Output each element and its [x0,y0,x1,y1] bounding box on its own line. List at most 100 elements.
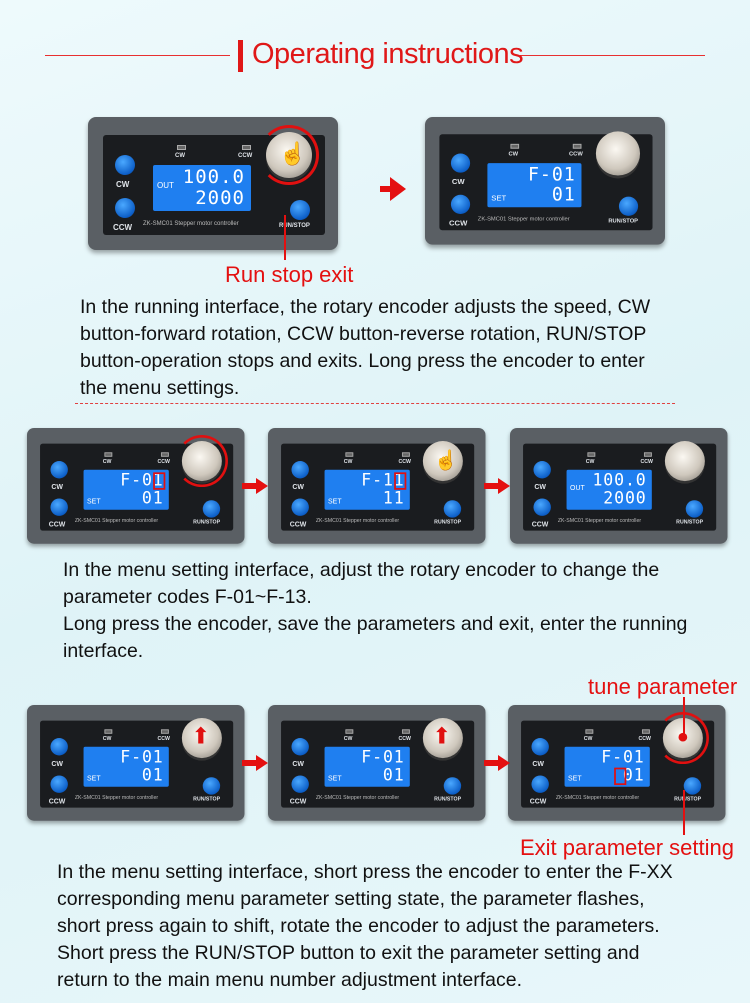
run-stop-button[interactable] [202,777,221,795]
run-stop-button[interactable] [202,500,221,518]
ccw-button[interactable] [115,198,135,218]
press-point-icon [678,732,688,742]
callout-line [683,790,685,835]
cw-indicator-label: CW [508,151,519,158]
text-line: Long press the encoder, save the paramet… [63,613,688,635]
rotary-encoder-knob[interactable] [181,441,222,482]
cw-button[interactable] [291,738,309,756]
ccw-label: CCW [529,797,547,806]
lcd-mode: SET [87,497,101,506]
arrow-right-icon [484,478,510,494]
device-panel: CW CCW CW CCW SET F-11 11 ZK-SMC01 Stepp… [281,441,475,531]
device-panel: CW CCW CW CCW OUT 100.0 2000 ZK-SMC01 St… [103,125,325,235]
callout-line [284,215,286,260]
ccw-button[interactable] [50,775,68,793]
run-stop-label: RUN/STOP [279,223,310,229]
cw-button[interactable] [50,738,68,756]
device-panel: CW CCW CW CCW SET F-01 01 ZK-SMC01 Stepp… [439,131,653,231]
device-panel: CW CCW CW CCW OUT 100.0 2000 ZK-SMC01 St… [523,441,717,531]
cw-label: CW [534,482,546,491]
hand-tap-icon: ☝ [434,448,459,471]
rotary-encoder-knob[interactable] [266,132,312,178]
ccw-button[interactable] [50,498,68,516]
text-line: interface. [63,640,144,662]
lcd-line-1: F-01 [361,747,405,767]
lcd-line-2: 01 [141,765,164,786]
ccw-button[interactable] [291,775,309,793]
rotary-encoder-knob[interactable] [664,441,705,482]
highlight-box [153,472,166,490]
lcd-display: SET F-11 11 [324,469,410,510]
cw-indicator [510,143,520,149]
cw-button[interactable] [533,461,551,479]
ccw-label: CCW [449,218,468,228]
stepper-controller-device: CW CCW CW CCW SET F-01 01 ZK-SMC01 Stepp… [425,117,665,245]
lcd-line-2: 01 [382,765,405,786]
cw-button[interactable] [450,153,471,173]
run-stop-button[interactable] [618,196,639,216]
run-stop-label: RUN/STOP [193,520,221,526]
model-label: ZK-SMC01 Stepper motor controller [477,216,570,223]
lcd-mode: SET [328,497,342,506]
cw-button[interactable] [291,461,309,479]
text-line: short press again to shift, rotate the e… [57,915,660,937]
stepper-controller-device: CW CCW CW CCW SET F-01 01 ZK-SMC01 Stepp… [27,705,245,821]
rotary-encoder-knob[interactable] [422,718,463,759]
run-stop-button[interactable] [443,777,462,795]
run-stop-button[interactable] [683,777,702,795]
device-panel: CW CCW CW CCW SET F-01 01 ZK-SMC01 Stepp… [521,711,715,808]
highlight-box [394,472,407,490]
run-stop-button[interactable] [685,500,704,518]
cw-button[interactable] [531,738,549,756]
rotary-encoder-knob[interactable] [181,718,222,759]
lcd-line-1: F-01 [120,747,164,767]
lcd-display: SET F-01 01 [564,746,650,787]
rotate-indicator-ring [175,434,228,488]
model-label: ZK-SMC01 Stepper motor controller [74,795,159,801]
text-line: return to the main menu number adjustmen… [57,969,522,991]
cw-indicator [177,145,186,150]
lcd-line-2: 2000 [195,187,245,209]
lcd-display: SET F-01 01 [324,746,410,787]
ccw-indicator [643,452,652,457]
run-stop-button[interactable] [290,200,310,220]
stepper-controller-device: CW CCW CW CCW OUT 100.0 2000 ZK-SMC01 St… [510,428,728,544]
paragraph-parameter: In the menu setting interface, short pre… [57,859,673,994]
cw-indicator [587,452,596,457]
ccw-button[interactable] [291,498,309,516]
ccw-indicator-label: CCW [398,736,411,742]
run-stop-button[interactable] [443,500,462,518]
ccw-indicator-label: CCW [638,736,651,742]
rotary-encoder-knob[interactable] [595,131,641,176]
run-stop-exit-label: Run stop exit [225,262,354,287]
ccw-indicator-label: CCW [157,736,170,742]
ccw-button[interactable] [533,498,551,516]
run-stop-label: RUN/STOP [608,218,639,225]
text-line: In the running interface, the rotary enc… [80,296,651,318]
hand-tap-icon: ☝ [279,141,307,166]
model-label: ZK-SMC01 Stepper motor controller [555,795,640,801]
cw-indicator-label: CW [102,459,112,465]
lcd-display: SET F-01 01 [83,469,169,510]
cw-indicator-label: CW [343,736,353,742]
cw-indicator [345,729,354,734]
stepper-controller-device: CW CCW CW CCW SET F-11 11 ZK-SMC01 Stepp… [268,428,486,544]
text-line: button-operation stops and exits. Long p… [80,350,645,372]
lcd-line-1: F-01 [601,747,645,767]
ccw-label: CCW [48,797,66,806]
ccw-button[interactable] [450,194,471,214]
rotary-encoder-knob[interactable] [422,441,463,482]
lcd-line-2: 2000 [603,488,647,509]
cw-button[interactable] [50,461,68,479]
cw-indicator-label: CW [175,153,185,159]
lcd-line-2: 01 [551,184,576,206]
lcd-display: SET F-01 01 [487,163,582,208]
cw-label: CW [451,177,465,187]
lcd-display: OUT 100.0 2000 [153,165,251,211]
cw-indicator [104,452,113,457]
rotate-indicator-ring [656,711,709,765]
ccw-button[interactable] [531,775,549,793]
cw-button[interactable] [115,155,135,175]
text-line: corresponding menu parameter setting sta… [57,888,645,910]
run-stop-label: RUN/STOP [193,797,221,803]
